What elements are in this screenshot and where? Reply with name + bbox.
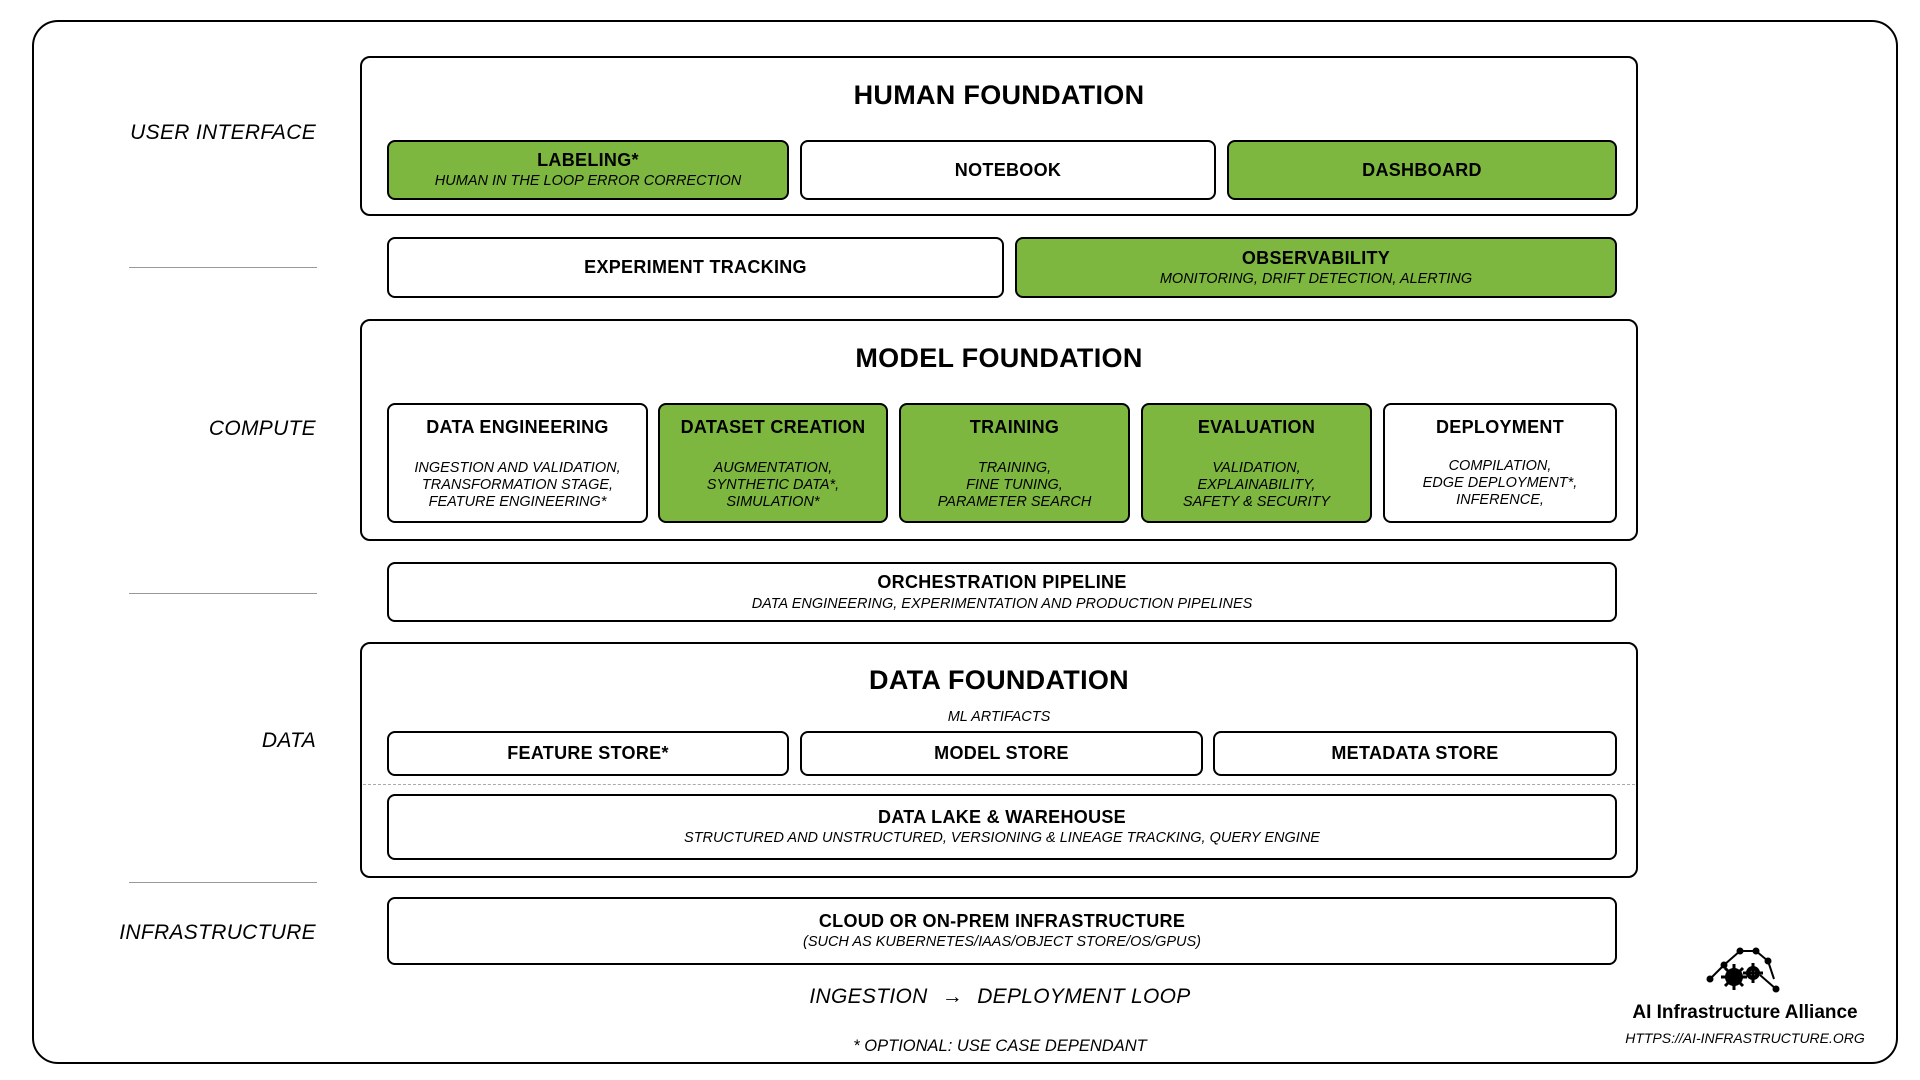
- layer-separator: [129, 593, 317, 594]
- training-box: TRAINING TRAINING, FINE TUNING, PARAMETE…: [899, 403, 1130, 523]
- data-foundation-title: DATA FOUNDATION: [869, 665, 1129, 695]
- evaluation-details: VALIDATION, EXPLAINABILITY, SAFETY & SEC…: [1183, 460, 1330, 511]
- detail-line: SAFETY & SECURITY: [1182, 494, 1331, 510]
- loop-left: INGESTION: [809, 985, 928, 1008]
- dashboard-title: DASHBOARD: [1362, 159, 1482, 180]
- detail-line: EXPLAINABILITY,: [1197, 477, 1316, 493]
- training-title: TRAINING: [969, 417, 1060, 437]
- arrow-right-icon: →: [941, 985, 964, 1008]
- layer-label-user-interface: USER INTERFACE: [130, 121, 316, 144]
- detail-line: TRAINING,: [977, 460, 1052, 476]
- observability-subtitle: MONITORING, DRIFT DETECTION, ALERTING: [1159, 270, 1473, 287]
- diagram-frame: [32, 20, 1898, 1064]
- footnote: * OPTIONAL: USE CASE DEPENDANT: [853, 1037, 1147, 1055]
- infrastructure-title: CLOUD OR ON-PREM INFRASTRUCTURE: [818, 911, 1186, 931]
- model-foundation-title: MODEL FOUNDATION: [855, 343, 1143, 373]
- detail-line: FEATURE ENGINEERING*: [428, 494, 607, 510]
- layer-separator: [129, 882, 317, 883]
- observability-box: OBSERVABILITY MONITORING, DRIFT DETECTIO…: [1015, 237, 1617, 298]
- detail-line: EDGE DEPLOYMENT*,: [1422, 475, 1578, 491]
- notebook-title: NOTEBOOK: [954, 159, 1062, 180]
- data-lake-box: DATA LAKE & WAREHOUSE STRUCTURED AND UNS…: [387, 794, 1617, 860]
- dashed-divider: [363, 784, 1635, 785]
- dataset-creation-box: DATASET CREATION AUGMENTATION, SYNTHETIC…: [658, 403, 888, 523]
- layer-label-compute: COMPUTE: [208, 417, 316, 440]
- deployment-title: DEPLOYMENT: [1435, 417, 1564, 437]
- detail-line: PARAMETER SEARCH: [937, 494, 1092, 510]
- observability-title: OBSERVABILITY: [1241, 247, 1391, 268]
- feature-store-box: FEATURE STORE*: [387, 731, 789, 776]
- feature-store-title: FEATURE STORE*: [507, 743, 669, 763]
- data-lake-title: DATA LAKE & WAREHOUSE: [878, 807, 1126, 827]
- labeling-box: LABELING* HUMAN IN THE LOOP ERROR CORREC…: [387, 140, 789, 200]
- layer-label-data: DATA: [261, 729, 316, 752]
- metadata-store-box: METADATA STORE: [1213, 731, 1617, 776]
- deployment-box: DEPLOYMENT COMPILATION, EDGE DEPLOYMENT*…: [1383, 403, 1617, 523]
- dataset-creation-title: DATASET CREATION: [680, 417, 866, 437]
- data-engineering-title: DATA ENGINEERING: [426, 417, 609, 437]
- data-lake-subtitle: STRUCTURED AND UNSTRUCTURED, VERSIONING …: [684, 830, 1320, 846]
- logo-url[interactable]: HTTPS://AI-INFRASTRUCTURE.ORG: [1625, 1030, 1865, 1046]
- notebook-box: NOTEBOOK: [800, 140, 1216, 200]
- layer-label-infrastructure: INFRASTRUCTURE: [119, 921, 316, 944]
- loop-right: DEPLOYMENT LOOP: [977, 985, 1191, 1008]
- orchestration-subtitle: DATA ENGINEERING, EXPERIMENTATION AND PR…: [751, 595, 1253, 612]
- experiment-tracking-title: EXPERIMENT TRACKING: [584, 257, 807, 277]
- loop-caption: INGESTION → DEPLOYMENT LOOP: [700, 985, 1300, 1009]
- experiment-tracking-box: EXPERIMENT TRACKING: [387, 237, 1004, 298]
- detail-line: INFERENCE,: [1456, 492, 1544, 508]
- model-store-box: MODEL STORE: [800, 731, 1203, 776]
- infrastructure-subtitle: (SUCH AS KUBERNETES/IAAS/OBJECT STORE/OS…: [802, 934, 1202, 950]
- detail-line: FINE TUNING,: [966, 477, 1063, 493]
- human-foundation-title: HUMAN FOUNDATION: [853, 80, 1145, 110]
- model-store-title: MODEL STORE: [934, 743, 1069, 763]
- detail-line: SYNTHETIC DATA*,: [706, 477, 840, 493]
- infrastructure-box: CLOUD OR ON-PREM INFRASTRUCTURE (SUCH AS…: [387, 897, 1617, 965]
- data-engineering-details: INGESTION AND VALIDATION, TRANSFORMATION…: [414, 460, 620, 511]
- detail-line: AUGMENTATION,: [713, 460, 833, 476]
- dashboard-box: DASHBOARD: [1227, 140, 1617, 200]
- labeling-title: LABELING*: [537, 150, 639, 170]
- gears-network-icon: [1706, 947, 1780, 993]
- orchestration-pipeline-box: ORCHESTRATION PIPELINE DATA ENGINEERING,…: [387, 562, 1617, 622]
- labeling-subtitle: HUMAN IN THE LOOP ERROR CORRECTION: [434, 173, 742, 189]
- evaluation-box: EVALUATION VALIDATION, EXPLAINABILITY, S…: [1141, 403, 1372, 523]
- detail-line: TRANSFORMATION STAGE,: [421, 477, 614, 493]
- detail-line: SIMULATION*: [726, 494, 820, 510]
- logo-name: AI Infrastructure Alliance: [1632, 1002, 1858, 1023]
- data-engineering-box: DATA ENGINEERING INGESTION AND VALIDATIO…: [387, 403, 648, 523]
- evaluation-title: EVALUATION: [1197, 417, 1316, 437]
- training-details: TRAINING, FINE TUNING, PARAMETER SEARCH: [938, 460, 1092, 511]
- dataset-creation-details: AUGMENTATION, SYNTHETIC DATA*, SIMULATIO…: [707, 460, 839, 511]
- layer-separator: [129, 267, 317, 268]
- metadata-store-title: METADATA STORE: [1331, 743, 1499, 763]
- ml-artifacts-caption: ML ARTIFACTS: [947, 709, 1051, 725]
- deployment-details: COMPILATION, EDGE DEPLOYMENT*, INFERENCE…: [1423, 458, 1578, 509]
- detail-line: COMPILATION,: [1448, 458, 1552, 474]
- detail-line: VALIDATION,: [1212, 460, 1301, 476]
- orchestration-title: ORCHESTRATION PIPELINE: [877, 571, 1127, 592]
- detail-line: INGESTION AND VALIDATION,: [414, 460, 621, 476]
